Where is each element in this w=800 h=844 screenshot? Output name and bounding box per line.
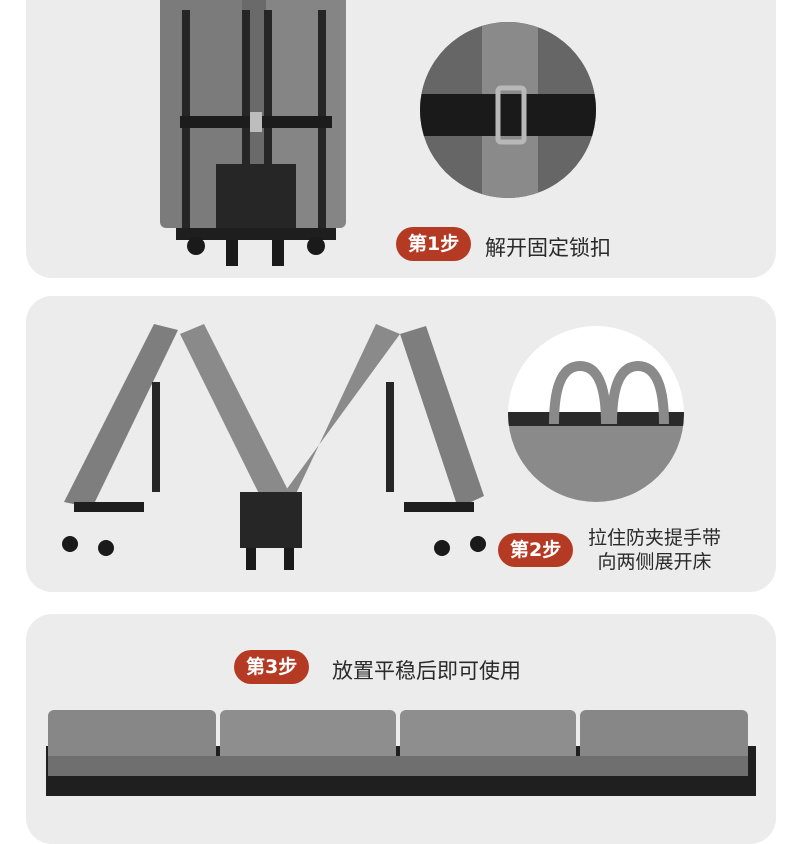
step-1-panel: 第1步 解开固定锁扣 xyxy=(26,0,776,278)
handle-icon xyxy=(508,326,684,502)
step-2-panel: 第2步 拉住防夹提手带 向两侧展开床 xyxy=(26,296,776,592)
step-2-caption-line-2: 向两侧展开床 xyxy=(597,551,712,573)
unfolding-bed-illustration xyxy=(62,324,486,570)
buckle-detail-circle xyxy=(420,22,596,198)
handle-detail-circle xyxy=(508,326,684,502)
step-2-badge: 第2步 xyxy=(498,533,574,567)
step-2-caption-line-1: 拉住防夹提手带 xyxy=(588,527,722,549)
step-3-badge: 第3步 xyxy=(234,650,310,684)
step-1-badge: 第1步 xyxy=(396,227,472,261)
folded-bed-illustration xyxy=(160,0,346,266)
step-2-caption: 拉住防夹提手带 向两侧展开床 xyxy=(588,526,721,574)
step-1-caption: 解开固定锁扣 xyxy=(485,236,611,260)
step-3-panel: 第3步 放置平稳后即可使用 xyxy=(26,614,776,844)
flat-bed-illustration xyxy=(46,710,756,796)
buckle-icon xyxy=(420,22,596,198)
step-3-caption: 放置平稳后即可使用 xyxy=(332,659,521,683)
